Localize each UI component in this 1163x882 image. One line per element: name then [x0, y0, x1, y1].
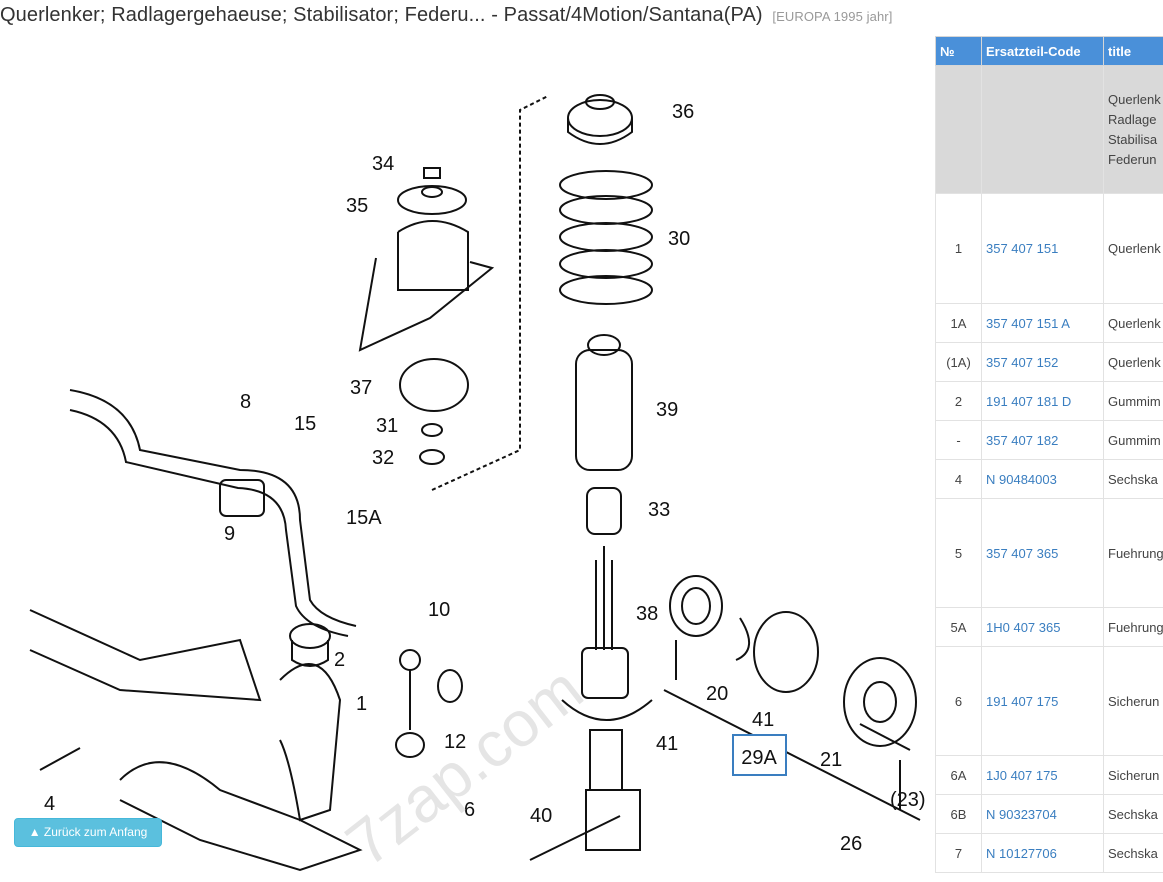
table-row[interactable]: 2 191 407 181 D Gummim [935, 381, 1163, 421]
page-title-text: Querlenker; Radlagergehaeuse; Stabilisat… [0, 4, 763, 26]
page-subtitle: [EUROPA 1995 jahr] [772, 9, 893, 24]
group-cell-code [981, 65, 1104, 194]
group-title-line: Federun [1108, 151, 1157, 167]
row-number: 6B [935, 794, 982, 834]
part-code-link[interactable]: 1J0 407 175 [981, 755, 1104, 795]
row-title: Querlenk [1103, 342, 1163, 382]
svg-text:30: 30 [668, 228, 690, 250]
table-header-row: № Ersatzteil-Code title [935, 36, 1163, 66]
group-row: Querlenk Radlage Stabilisa Federun [935, 65, 1163, 194]
svg-text:9: 9 [224, 523, 235, 545]
row-title: Querlenk [1103, 193, 1163, 304]
page-title: Querlenker; Radlagergehaeuse; Stabilisat… [0, 4, 892, 27]
svg-text:32: 32 [372, 447, 394, 469]
row-number: 7 [935, 833, 982, 873]
row-title: Fuehrung [1103, 498, 1163, 608]
svg-text:12: 12 [444, 731, 466, 753]
group-cell-number [935, 65, 982, 194]
svg-text:33: 33 [648, 499, 670, 521]
row-title: Fuehrung [1103, 607, 1163, 647]
svg-text:38: 38 [636, 603, 658, 625]
group-title-line: Radlage [1108, 111, 1157, 127]
table-row[interactable]: - 357 407 182 Gummim [935, 420, 1163, 460]
part-code-link[interactable]: 357 407 365 [981, 498, 1104, 608]
table-row[interactable]: 1A 357 407 151 A Querlenk [935, 303, 1163, 343]
part-code-link[interactable]: 191 407 175 [981, 646, 1104, 756]
row-number: 1 [935, 193, 982, 304]
svg-text:8: 8 [240, 391, 251, 413]
svg-text:6: 6 [464, 799, 475, 821]
part-code-link[interactable]: N 10127706 [981, 833, 1104, 873]
parts-diagram: 36 34 35 30 37 31 32 39 33 38 8 15 15A 9… [29, 94, 926, 881]
svg-text:4: 4 [44, 793, 55, 815]
row-title: Gummim [1103, 420, 1163, 460]
part-code-link[interactable]: 1H0 407 365 [981, 607, 1104, 647]
row-title: Querlenk [1103, 303, 1163, 343]
table-row[interactable]: 7 N 10127706 Sechska [935, 833, 1163, 873]
svg-text:36: 36 [672, 101, 694, 123]
group-title-line: Stabilisa [1108, 131, 1158, 147]
svg-text:29A: 29A [741, 747, 777, 769]
column-header-number: № [935, 36, 982, 66]
part-code-link[interactable]: N 90323704 [981, 794, 1104, 834]
part-code-link[interactable]: 357 407 151 [981, 193, 1104, 304]
part-code-link[interactable]: 357 407 152 [981, 342, 1104, 382]
row-number: 2 [935, 381, 982, 421]
svg-text:40: 40 [530, 805, 552, 827]
svg-text:10: 10 [428, 599, 450, 621]
group-title-line: Querlenk [1108, 91, 1161, 107]
svg-text:37: 37 [350, 377, 372, 399]
row-number: (1A) [935, 342, 982, 382]
column-header-code: Ersatzteil-Code [981, 36, 1104, 66]
chevron-up-icon: ▲ [28, 825, 41, 839]
row-title: Sicherun [1103, 755, 1163, 795]
table-row[interactable]: 5A 1H0 407 365 Fuehrung [935, 607, 1163, 647]
row-number: 1A [935, 303, 982, 343]
row-title: Sechska [1103, 794, 1163, 834]
part-code-link[interactable]: N 90484003 [981, 459, 1104, 499]
row-title: Sicherun [1103, 646, 1163, 756]
row-number: 5A [935, 607, 982, 647]
svg-text:(23): (23) [890, 789, 926, 811]
svg-text:7zap.com: 7zap.com [333, 653, 596, 881]
table-row[interactable]: (1A) 357 407 152 Querlenk [935, 342, 1163, 382]
svg-text:31: 31 [376, 415, 398, 437]
table-row[interactable]: 1 357 407 151 Querlenk [935, 193, 1163, 304]
svg-text:20: 20 [706, 683, 728, 705]
table-row[interactable]: 6B N 90323704 Sechska [935, 794, 1163, 834]
table-row[interactable]: 6A 1J0 407 175 Sicherun [935, 755, 1163, 795]
row-title: Sechska [1103, 833, 1163, 873]
row-title: Sechska [1103, 459, 1163, 499]
group-cell-title: Querlenk Radlage Stabilisa Federun [1103, 65, 1163, 194]
part-code-link[interactable]: 191 407 181 D [981, 381, 1104, 421]
table-row[interactable]: 5 357 407 365 Fuehrung [935, 498, 1163, 608]
table-row[interactable]: 4 N 90484003 Sechska [935, 459, 1163, 499]
row-number: 6 [935, 646, 982, 756]
svg-text:35: 35 [346, 195, 368, 217]
svg-text:26: 26 [840, 833, 862, 855]
part-code-link[interactable]: 357 407 151 A [981, 303, 1104, 343]
table-row[interactable]: 6 191 407 175 Sicherun [935, 646, 1163, 756]
svg-text:21: 21 [820, 749, 842, 771]
svg-text:39: 39 [656, 399, 678, 421]
svg-text:41: 41 [656, 733, 678, 755]
row-number: 5 [935, 498, 982, 608]
column-header-title: title [1103, 36, 1163, 66]
part-code-link[interactable]: 357 407 182 [981, 420, 1104, 460]
row-title: Gummim [1103, 381, 1163, 421]
svg-text:15: 15 [294, 413, 316, 435]
svg-text:15A: 15A [346, 507, 382, 529]
svg-text:34: 34 [372, 153, 394, 175]
back-to-top-button[interactable]: ▲ Zurück zum Anfang [14, 818, 162, 847]
row-number: - [935, 420, 982, 460]
svg-text:1: 1 [356, 693, 367, 715]
row-number: 6A [935, 755, 982, 795]
row-number: 4 [935, 459, 982, 499]
parts-table: № Ersatzteil-Code title Querlenk Radlage… [935, 36, 1163, 873]
svg-text:41: 41 [752, 709, 774, 731]
back-to-top-label: Zurück zum Anfang [43, 825, 148, 839]
svg-text:2: 2 [334, 649, 345, 671]
